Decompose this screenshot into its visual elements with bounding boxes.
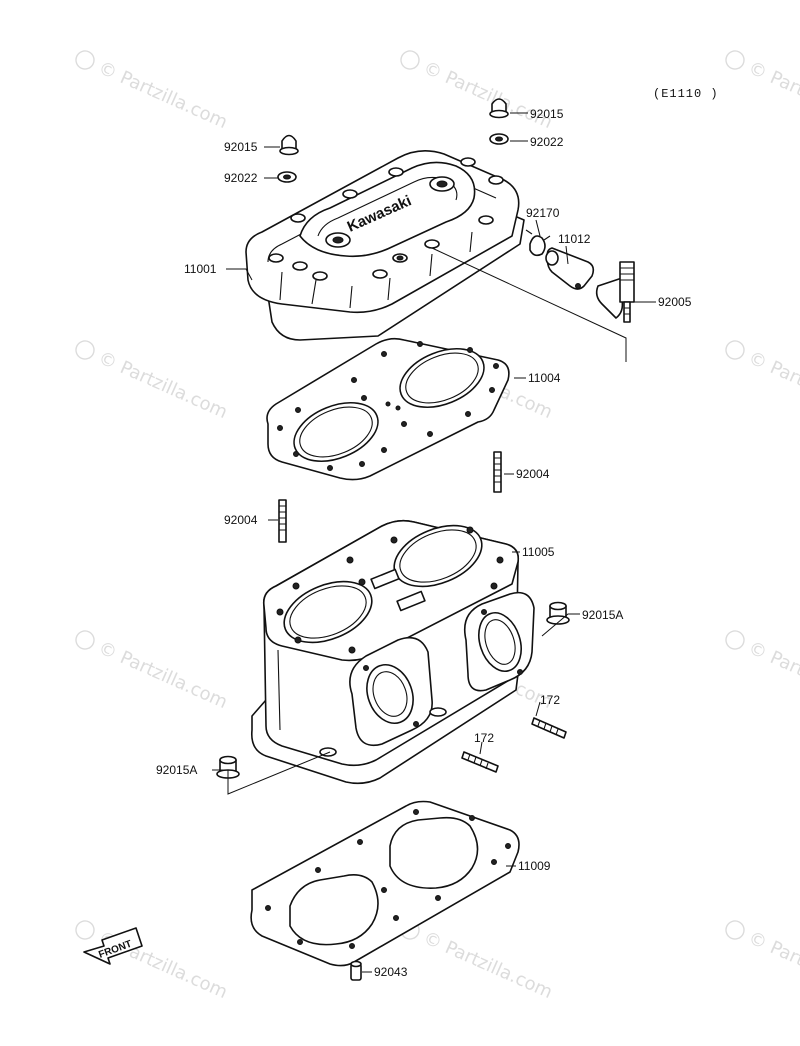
dowel-pin[interactable] xyxy=(350,960,362,981)
cylinder-block[interactable] xyxy=(250,514,535,785)
label-92043[interactable]: 92043 xyxy=(374,965,408,979)
label-92004-left[interactable]: 92004 xyxy=(224,513,258,527)
cylinder-head[interactable]: Kawasaki xyxy=(245,150,525,341)
watermark-text: © Partzilla.com xyxy=(95,57,230,133)
stud-right[interactable] xyxy=(493,451,502,493)
label-92022-left[interactable]: 92022 xyxy=(224,171,258,185)
watermark-text: © Partzilla.com xyxy=(745,927,800,1003)
hose-clamp[interactable] xyxy=(525,229,551,257)
watermark-text: © Partzilla.com xyxy=(745,57,800,133)
diagram-code: (E1110 ) xyxy=(653,87,719,101)
label-92004-right[interactable]: 92004 xyxy=(516,467,550,481)
water-fitting[interactable] xyxy=(545,247,595,290)
leader-lines xyxy=(212,112,656,973)
label-172-upper[interactable]: 172 xyxy=(540,693,560,707)
washer-left[interactable] xyxy=(277,171,297,183)
label-92005[interactable]: 92005 xyxy=(658,295,692,309)
watermark-text: © Partzilla.com xyxy=(745,637,800,713)
label-11005[interactable]: 11005 xyxy=(522,545,555,559)
head-gasket[interactable] xyxy=(266,337,510,481)
washer-top[interactable] xyxy=(489,133,509,145)
part-labels: 92015 92022 92015 92022 92170 11012 1100… xyxy=(156,107,692,979)
watermark-text: © Partzilla.com xyxy=(745,347,800,423)
label-11009[interactable]: 11009 xyxy=(518,859,551,873)
cap-nut-top[interactable] xyxy=(489,98,509,119)
watermark-text: © Partzilla.com xyxy=(420,57,555,133)
label-92022-top[interactable]: 92022 xyxy=(530,135,564,149)
label-92170[interactable]: 92170 xyxy=(526,206,560,220)
cap-nut-left[interactable] xyxy=(279,134,299,156)
elbow-fitting[interactable] xyxy=(595,261,635,323)
stud-left[interactable] xyxy=(278,499,287,543)
base-gasket[interactable] xyxy=(250,800,520,967)
stud-172-upper[interactable] xyxy=(531,717,567,739)
label-92015A-left[interactable]: 92015A xyxy=(156,763,197,777)
flange-nut-right[interactable] xyxy=(546,601,570,625)
watermark-text: © Partzilla.com xyxy=(420,927,555,1003)
label-92015A-right[interactable]: 92015A xyxy=(582,608,623,622)
label-11001[interactable]: 11001 xyxy=(184,262,217,276)
stud-172-lower[interactable] xyxy=(461,751,499,773)
label-172-lower[interactable]: 172 xyxy=(474,731,494,745)
label-92015-left[interactable]: 92015 xyxy=(224,140,258,154)
watermark-text: © Partzilla.com xyxy=(95,637,230,713)
label-11004[interactable]: 11004 xyxy=(528,371,561,385)
label-92015-top[interactable]: 92015 xyxy=(530,107,564,121)
flange-nut-left[interactable] xyxy=(216,755,240,779)
watermark-text: © Partzilla.com xyxy=(95,347,230,423)
label-11012[interactable]: 11012 xyxy=(558,232,591,246)
